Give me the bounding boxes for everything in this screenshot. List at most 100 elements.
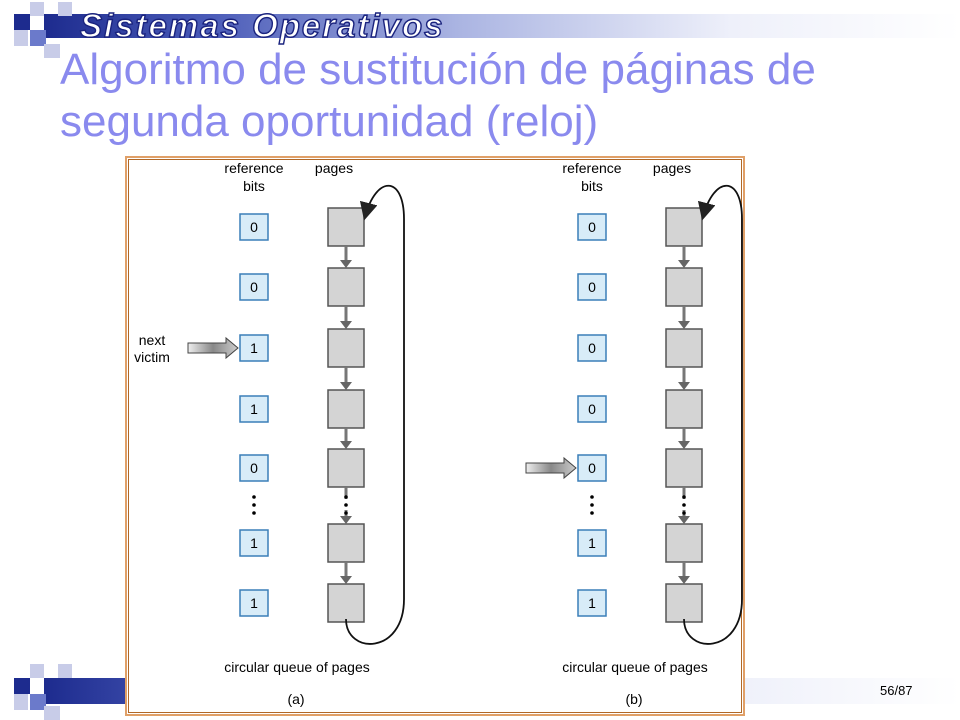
decor-square xyxy=(44,44,60,58)
ellipsis-dot xyxy=(344,503,348,507)
reference-bit-box xyxy=(239,529,269,557)
page-number: 56/87 xyxy=(880,683,913,698)
page-box xyxy=(327,583,365,623)
reference-bit-box xyxy=(239,334,269,362)
reference-bit-value: 1 xyxy=(588,595,596,611)
circular-queue-loop xyxy=(345,185,405,645)
reference-bits-label: bits xyxy=(243,178,265,194)
link-arrow-head xyxy=(340,382,352,390)
reference-bits-label: bits xyxy=(581,178,603,194)
reference-bit-box xyxy=(577,395,607,423)
reference-bit-box xyxy=(577,454,607,482)
reference-bit-box xyxy=(577,213,607,241)
reference-bit-value: 1 xyxy=(250,535,258,551)
page-box xyxy=(665,583,703,623)
ellipsis-dot xyxy=(682,511,686,515)
ellipsis-dot xyxy=(590,503,594,507)
reference-bit-value: 0 xyxy=(588,279,596,295)
ellipsis-dot xyxy=(252,511,256,515)
panel-label: (b) xyxy=(625,691,642,707)
reference-bit-value: 0 xyxy=(588,219,596,235)
figure-frame xyxy=(125,156,745,716)
pages-label: pages xyxy=(315,160,353,176)
reference-bit-value: 0 xyxy=(588,340,596,356)
header-gradient-bar xyxy=(44,14,960,38)
reference-bit-box xyxy=(577,529,607,557)
page-box xyxy=(665,389,703,429)
link-arrow-head xyxy=(678,382,690,390)
ellipsis-dot xyxy=(590,511,594,515)
reference-bit-value: 0 xyxy=(250,279,258,295)
reference-bit-box xyxy=(239,273,269,301)
page-box xyxy=(665,328,703,368)
reference-bit-box xyxy=(239,213,269,241)
decor-square xyxy=(14,694,28,710)
reference-bit-value: 0 xyxy=(250,219,258,235)
link-arrow-head xyxy=(678,576,690,584)
page-box xyxy=(327,267,365,307)
page-box xyxy=(327,207,365,247)
reference-bit-value: 1 xyxy=(250,401,258,417)
circular-queue-label: circular queue of pages xyxy=(562,659,708,675)
decor-square xyxy=(58,2,72,16)
decor-square xyxy=(30,694,46,710)
ellipsis-dot xyxy=(252,495,256,499)
reference-bit-box xyxy=(239,454,269,482)
decor-square xyxy=(44,706,60,720)
ellipsis-dot xyxy=(344,511,348,515)
link-arrow-head xyxy=(340,441,352,449)
decor-square xyxy=(14,14,30,30)
reference-bits-label: reference xyxy=(562,160,621,176)
next-victim-label: next xyxy=(139,332,166,348)
reference-bit-box xyxy=(577,273,607,301)
page-box xyxy=(665,207,703,247)
reference-bit-value: 0 xyxy=(588,401,596,417)
ellipsis-dot xyxy=(682,503,686,507)
reference-bit-value: 1 xyxy=(588,535,596,551)
decor-square xyxy=(14,678,30,694)
link-arrow-head xyxy=(678,441,690,449)
page-box xyxy=(665,267,703,307)
decor-square xyxy=(58,664,72,678)
reference-bit-value: 1 xyxy=(250,340,258,356)
reference-bit-value: 0 xyxy=(250,460,258,476)
ellipsis-dot xyxy=(590,495,594,499)
page-box xyxy=(327,389,365,429)
ellipsis-dot xyxy=(682,495,686,499)
link-arrow-head xyxy=(340,576,352,584)
ellipsis-dot xyxy=(344,495,348,499)
decor-square xyxy=(30,30,46,46)
slide-title: Algoritmo de sustitución de páginas de s… xyxy=(60,45,816,146)
reference-bit-box xyxy=(577,334,607,362)
ellipsis-dot xyxy=(252,503,256,507)
panel-label: (a) xyxy=(287,691,304,707)
circular-queue-label: circular queue of pages xyxy=(224,659,370,675)
reference-bit-box xyxy=(577,589,607,617)
pages-label: pages xyxy=(653,160,691,176)
decor-square xyxy=(30,664,44,678)
link-arrow-head xyxy=(678,260,690,268)
link-arrow-head xyxy=(678,321,690,329)
victim-pointer-arrow xyxy=(187,336,239,360)
reference-bit-value: 1 xyxy=(250,595,258,611)
reference-bits-label: reference xyxy=(224,160,283,176)
page-box xyxy=(665,448,703,488)
course-title: Sistemas Operativos xyxy=(79,7,445,44)
reference-bit-box xyxy=(239,589,269,617)
page-box xyxy=(327,448,365,488)
decor-square xyxy=(30,2,44,16)
page-box xyxy=(327,328,365,368)
victim-pointer-arrow xyxy=(525,456,577,480)
reference-bit-box xyxy=(239,395,269,423)
circular-queue-loop xyxy=(683,185,743,645)
page-box xyxy=(665,523,703,563)
link-arrow-head xyxy=(678,516,690,524)
link-arrow-head xyxy=(340,516,352,524)
link-arrow-head xyxy=(340,321,352,329)
next-victim-label: victim xyxy=(134,349,170,365)
decor-square xyxy=(14,30,28,46)
reference-bit-value: 0 xyxy=(588,460,596,476)
link-arrow-head xyxy=(340,260,352,268)
page-box xyxy=(327,523,365,563)
